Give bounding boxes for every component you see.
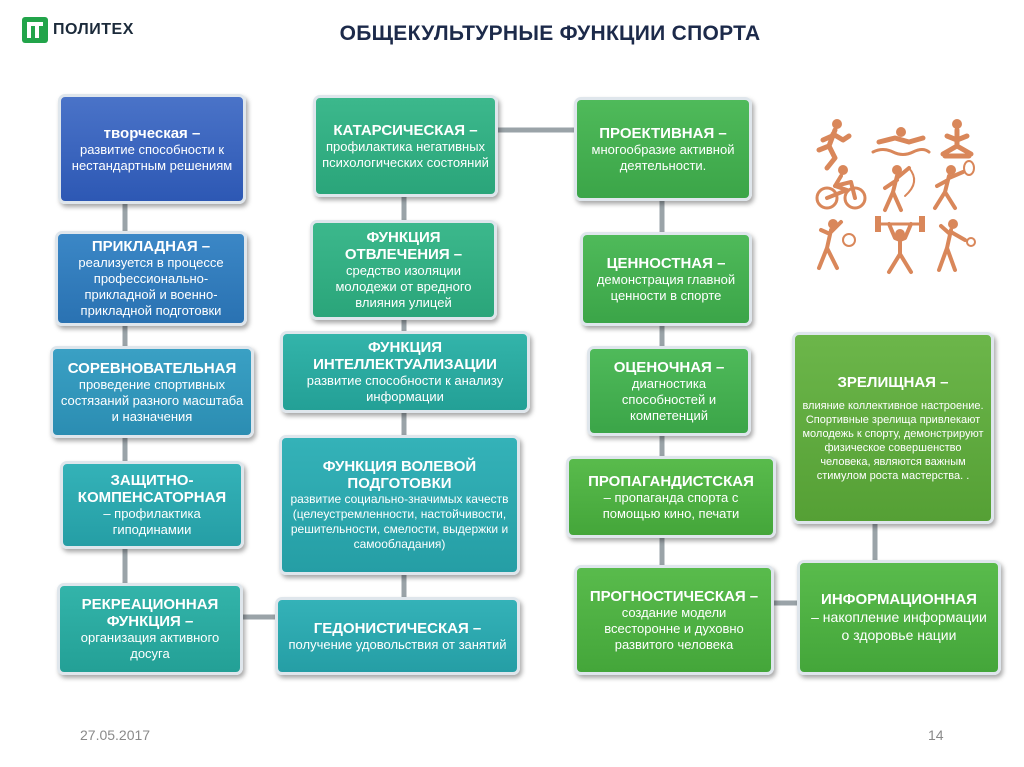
function-title: ГЕДОНИСТИЧЕСКАЯ – bbox=[313, 619, 482, 637]
function-desc: создание модели всесторонне и духовно ра… bbox=[604, 604, 744, 652]
function-desc: – накопление информации о здоровье нации bbox=[811, 609, 987, 643]
function-title: ФУНКЦИЯ ВОЛЕВОЙ ПОДГОТОВКИ bbox=[322, 458, 477, 492]
function-box-creative: творческая – развитие способности к нест… bbox=[58, 94, 246, 204]
cycling-icon bbox=[815, 165, 867, 210]
function-title: творческая – bbox=[103, 124, 201, 142]
function-title: ФУНКЦИЯ ОТВЛЕЧЕНИЯ – bbox=[344, 229, 463, 263]
volleyball-icon bbox=[817, 219, 856, 270]
function-title: ФУНКЦИЯ ИНТЕЛЛЕКТУАЛИЗАЦИИ bbox=[313, 339, 497, 373]
tennis-icon bbox=[933, 160, 975, 210]
function-title: ПРОГНОСТИЧЕСКАЯ – bbox=[589, 587, 759, 605]
function-title: ИНФОРМАЦИОННАЯ bbox=[821, 591, 977, 608]
function-box-propaganda: ПРОПАГАНДИСТСКАЯ – пропаганда спорта с п… bbox=[566, 456, 776, 538]
swimming-icon bbox=[871, 127, 931, 156]
function-desc: диагностика способностей и компетенций bbox=[621, 375, 717, 423]
meditation-icon bbox=[940, 119, 974, 159]
logo-text: ПОЛИТЕХ bbox=[53, 21, 134, 38]
function-title: ПРОПАГАНДИСТСКАЯ bbox=[588, 472, 754, 490]
logo-mark-icon bbox=[22, 17, 48, 43]
function-desc: средство изоляции молодежи от вредного в… bbox=[335, 263, 472, 310]
function-desc: демонстрация главной ценности в спорте bbox=[596, 271, 736, 303]
function-desc: проведение спортивных состязаний разного… bbox=[60, 376, 244, 424]
weightlifting-icon bbox=[875, 216, 925, 274]
function-box-applied: ПРИКЛАДНАЯ – реализуется в процессе проф… bbox=[55, 231, 247, 326]
logo: ПОЛИТЕХ bbox=[22, 17, 134, 43]
function-box-projective: ПРОЕКТИВНАЯ – многообразие активной деят… bbox=[574, 97, 752, 201]
function-desc: организация активного досуга bbox=[80, 630, 220, 661]
function-desc: реализуется в процессе профессионально-п… bbox=[78, 255, 224, 318]
function-box-volitional: ФУНКЦИЯ ВОЛЕВОЙ ПОДГОТОВКИ развитие соци… bbox=[279, 435, 520, 575]
function-box-spectacular: ЗРЕЛИЩНАЯ – влияние коллективное настрое… bbox=[792, 332, 994, 524]
function-box-cathartic: КАТАРСИЧЕСКАЯ – профилактика негативных … bbox=[313, 95, 498, 197]
function-desc: – пропаганда спорта с помощью кино, печа… bbox=[602, 489, 740, 521]
function-title: ОЦЕНОЧНАЯ – bbox=[613, 358, 725, 376]
function-desc: развитие социально-значимых качеств (цел… bbox=[290, 492, 509, 551]
badminton-icon bbox=[937, 219, 976, 272]
function-box-informational: ИНФОРМАЦИОННАЯ – накопление информации о… bbox=[797, 560, 1001, 675]
function-desc: многообразие активной деятельности. bbox=[591, 141, 735, 173]
function-title: СОРЕВНОВАТЕЛЬНАЯ bbox=[67, 359, 237, 377]
function-box-hedonistic: ГЕДОНИСТИЧЕСКАЯ – получение удовольствия… bbox=[275, 597, 520, 675]
function-title: КАТАРСИЧЕСКАЯ – bbox=[333, 121, 478, 139]
function-title: ЦЕННОСТНАЯ – bbox=[606, 254, 726, 272]
function-desc: профилактика негативных психологических … bbox=[322, 138, 489, 170]
function-desc: влияние коллективное настроение. Спортив… bbox=[802, 399, 984, 482]
function-box-intellectualization: ФУНКЦИЯ ИНТЕЛЛЕКТУАЛИЗАЦИИ развитие спос… bbox=[280, 331, 530, 413]
function-title: РЕКРЕАЦИОННАЯ ФУНКЦИЯ – bbox=[81, 596, 219, 630]
running-icon bbox=[816, 119, 852, 171]
gymnastics-icon bbox=[883, 165, 916, 212]
function-box-value: ЦЕННОСТНАЯ – демонстрация главной ценнос… bbox=[580, 232, 752, 326]
function-desc: развитие способности к анализу информаци… bbox=[306, 373, 504, 404]
slide-title: ОБЩЕКУЛЬТУРНЫЕ ФУНКЦИИ СПОРТА bbox=[339, 22, 761, 45]
function-box-distraction: ФУНКЦИЯ ОТВЛЕЧЕНИЯ – средство изоляции м… bbox=[310, 220, 497, 320]
function-title: ПРОЕКТИВНАЯ – bbox=[599, 124, 727, 142]
function-desc: получение удовольствия от занятий bbox=[288, 636, 507, 652]
function-title: ПРИКЛАДНАЯ – bbox=[91, 238, 211, 255]
function-box-prognostic: ПРОГНОСТИЧЕСКАЯ – создание модели всесто… bbox=[574, 565, 774, 675]
footer-date: 27.05.2017 bbox=[80, 727, 151, 743]
function-desc: развитие способности к нестандартным реш… bbox=[71, 141, 233, 173]
function-box-recreational: РЕКРЕАЦИОННАЯ ФУНКЦИЯ – организация акти… bbox=[57, 583, 243, 675]
sport-icons bbox=[815, 119, 976, 274]
function-box-competitive: СОРЕВНОВАТЕЛЬНАЯ проведение спортивных с… bbox=[50, 346, 254, 438]
function-title: ЗРЕЛИЩНАЯ – bbox=[837, 373, 949, 391]
function-box-evaluative: ОЦЕНОЧНАЯ – диагностика способностей и к… bbox=[587, 346, 751, 436]
function-box-protective: ЗАЩИТНО-КОМПЕНСАТОРНАЯ – профилактика ги… bbox=[60, 461, 244, 549]
function-title: ЗАЩИТНО-КОМПЕНСАТОРНАЯ bbox=[77, 472, 227, 506]
function-desc: – профилактика гиподинамии bbox=[103, 506, 201, 537]
page-number: 14 bbox=[928, 727, 944, 743]
